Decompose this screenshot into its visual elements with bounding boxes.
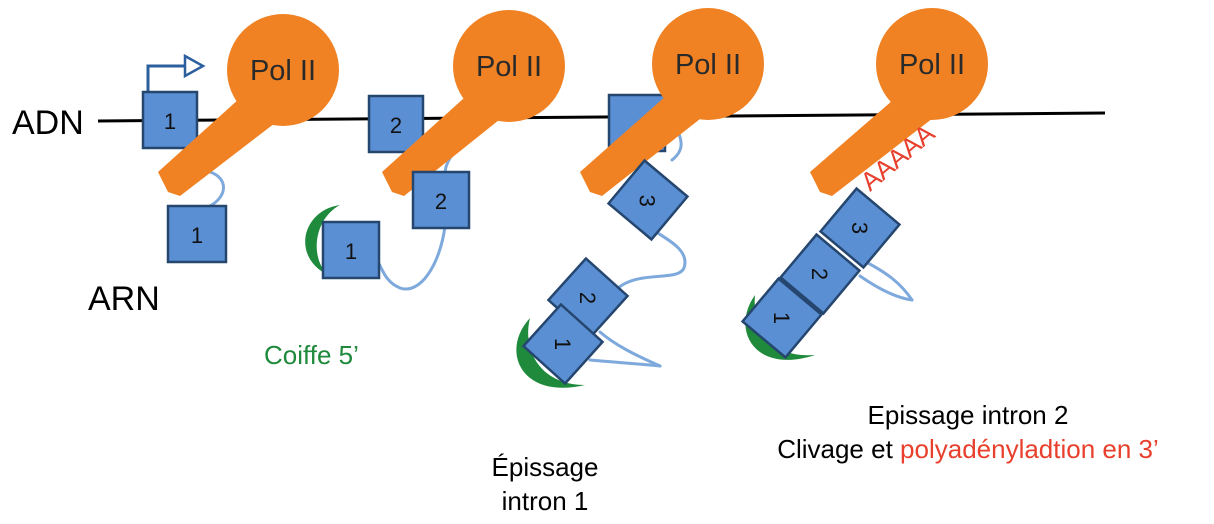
rna-strand-3d [588,358,662,368]
rna-exon-1-number: 1 [550,338,575,350]
pol-ii-head [453,10,565,122]
cleavage-polyadenylation-label: Clivage et polyadényladtion en 3’ [777,434,1159,464]
rna-strand-4a [864,260,914,302]
rna-strand-3b [616,226,687,290]
rna-strand-1 [208,170,225,208]
rna-exon-3-number: 3 [634,195,659,207]
splicing-2-label: Epissage intron 2 [868,400,1069,430]
rna-exon-2 [411,170,471,230]
dna-label: ADN [12,104,84,142]
rna-exon-1-number: 1 [345,239,357,264]
pol-ii-head [876,8,988,120]
rna-exon-1-group: 1 [740,276,824,360]
rna-strand-2b [376,224,447,291]
stage-1: 1 Pol II 1 ARN [88,14,339,318]
cap-label: Coiffe 5’ [264,340,359,370]
rna-exon-3 [818,186,902,270]
rna-exon-3-group: 3 [818,186,902,270]
rna-exon-1-number: 1 [191,223,203,248]
pol-ii-3: Pol II [580,8,764,196]
splicing-1-line-2: intron 1 [502,486,589,516]
cleavage-prefix: Clivage et [777,434,900,464]
rna-exon-2-number: 2 [575,292,600,304]
rna-strand-4b [858,274,914,302]
rna-exon-3-group: 3 [606,158,690,242]
pol-ii-head [652,8,764,120]
polyadenylation-text: polyadényladtion en 3’ [900,434,1159,464]
rna-exon-1 [166,204,228,264]
pol-ii-label: Pol II [250,55,316,87]
rna-exon-1 [321,220,381,280]
rna-exon-2 [778,232,862,316]
cap-shape [305,205,340,276]
rna-exon-2-number: 2 [807,268,832,280]
stage-4: Pol II AAAAA 3 2 1 Epissage intron 2 Cli… [740,8,1159,464]
splicing-1-line-1: Épissage [492,452,599,482]
dna-exon-2-number: 2 [390,113,402,138]
rna-strand-3c [598,330,662,368]
rna-label: ARN [88,280,160,318]
pol-ii-label: Pol II [675,49,741,81]
pol-ii-label: Pol II [899,49,965,81]
arrow-head-icon [183,53,206,79]
dna-exon-1 [141,90,199,150]
rna-exon-1-number: 1 [769,312,794,324]
dna-exon-2 [367,94,425,154]
stage-3: Pol II 3 2 1 Épissage intron 1 [492,8,764,516]
pol-ii-head [227,14,339,126]
rna-exon-1 [740,276,824,360]
pol-ii-1: Pol II [158,14,339,196]
pol-ii-2: Pol II [382,10,565,196]
cap-shape [516,318,585,388]
rna-exon-1 [521,302,605,386]
pol-ii-4: Pol II [810,8,988,196]
rna-exon-2-group: 2 [778,232,862,316]
dna-exon-1-number: 1 [164,109,176,134]
rna-exon-1-group: 1 [521,302,605,386]
rna-exon-3 [606,158,690,242]
pol-ii-label: Pol II [476,51,542,83]
cap-shape [745,295,815,360]
stage-2: 2 Pol II 2 1 Coiffe 5’ [264,10,565,370]
rna-exon-3-number: 3 [847,222,872,234]
rna-exon-2-number: 2 [435,189,447,214]
